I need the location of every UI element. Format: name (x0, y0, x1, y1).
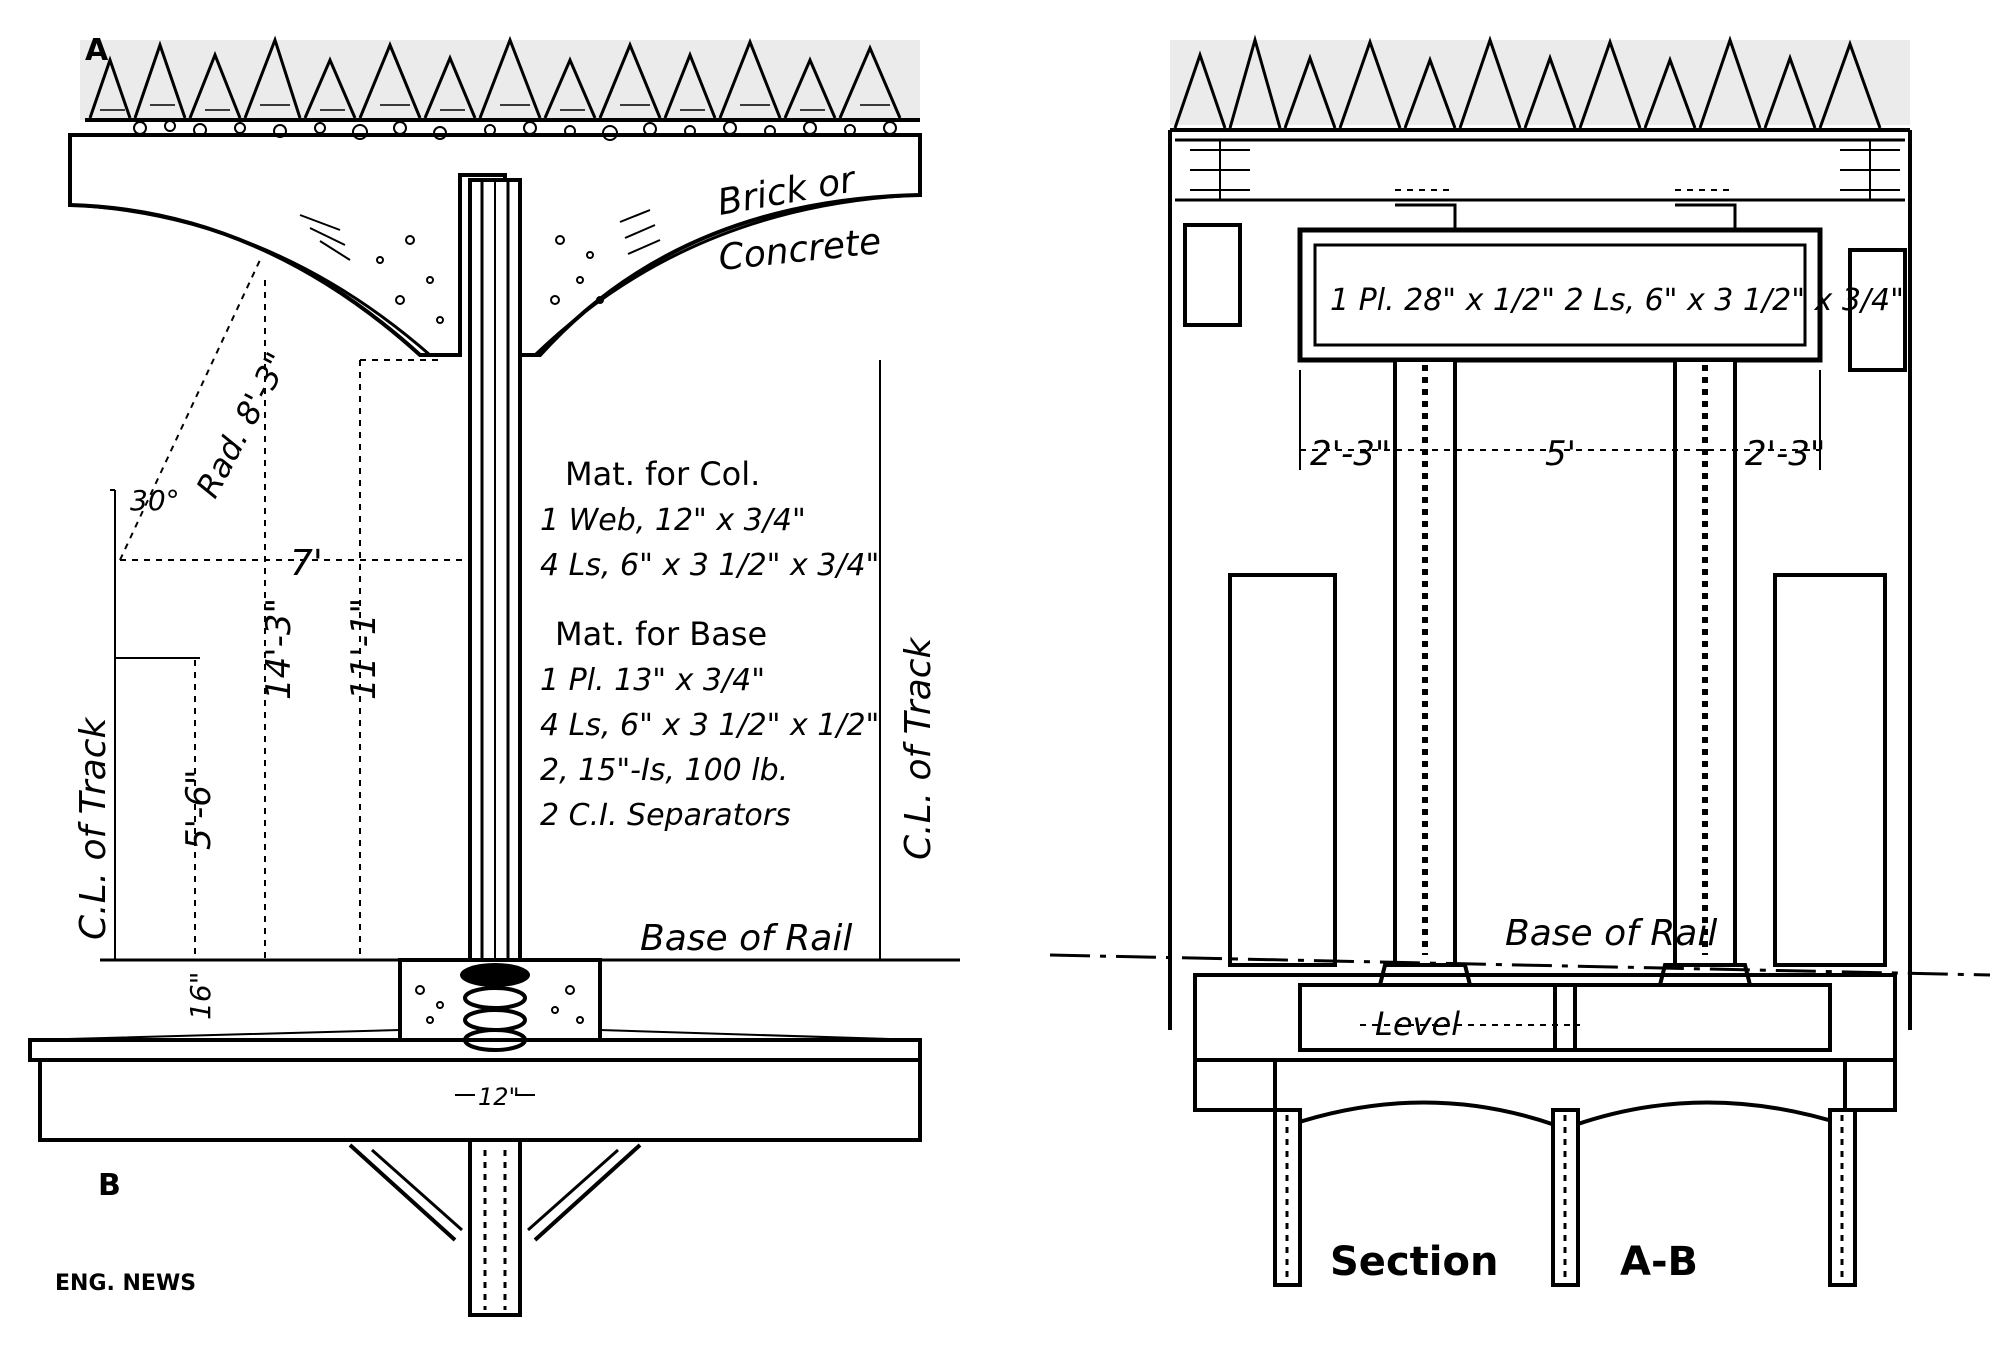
base-material-line-3: 2, 15"-Is, 100 lb. (540, 753, 788, 788)
radius-label: Rad. 8'-3" (189, 346, 297, 504)
dim-16: 16" (184, 971, 217, 1020)
point-b-label: B (98, 1168, 121, 1203)
girder-spec-label: 1 Pl. 28" x 1/2" 2 Ls, 6" x 3 1/2" x 3/4… (1330, 283, 1904, 318)
angle-label: 30° (130, 484, 180, 517)
point-a-label: A (85, 33, 109, 68)
dim-14-3: 14'-3" (259, 598, 299, 700)
base-of-rail-label: Base of Rail (640, 918, 852, 959)
section-letters: A-B (1620, 1239, 1698, 1285)
dim-11-1: 11'-1" (344, 598, 384, 700)
level-label: Level (1375, 1005, 1460, 1043)
section-dim-mid: 5' (1545, 434, 1576, 474)
credit-label: ENG. NEWS (55, 1271, 196, 1296)
column-material-heading: Mat. for Col. (565, 455, 760, 493)
base-of-rail-line-right (1049, 953, 1991, 977)
dim-12: 12" (478, 1083, 520, 1111)
floor-girder (28, 1029, 922, 1317)
dim-7ft: 7' (290, 543, 323, 584)
column-material-line-2: 4 Ls, 6" x 3 1/2" x 3/4" (540, 548, 879, 583)
section-dim-right: 2'-3" (1745, 434, 1826, 474)
base-material-list: Mat. for Base 1 Pl. 13" x 3/4" 4 Ls, 6" … (540, 615, 879, 833)
track-label-left: C.L. of Track (73, 715, 114, 940)
ground-surface-right (1170, 34, 1910, 132)
section-floor (1193, 973, 1897, 1287)
section-column-right (1657, 358, 1753, 987)
dimension-lines-left (110, 259, 881, 1096)
base-material-line-4: 2 C.I. Separators (540, 798, 791, 833)
ground-surface (80, 35, 920, 141)
right-section-view: 1 Pl. 28" x 1/2" 2 Ls, 6" x 3 1/2" x 3/4… (1049, 34, 1991, 1287)
steel-column (468, 178, 522, 962)
left-elevation-view: A B Brick or Concrete Rad. 8'-3" 30° 7' … (28, 33, 960, 1317)
column-base (398, 958, 602, 1052)
base-material-line-2: 4 Ls, 6" x 3 1/2" x 1/2" (540, 708, 879, 743)
section-column-left (1377, 358, 1473, 987)
base-material-line-1: 1 Pl. 13" x 3/4" (540, 663, 765, 698)
base-material-heading: Mat. for Base (555, 615, 767, 653)
dim-5-6: 5'-6" (179, 769, 219, 850)
section-word: Section (1330, 1239, 1498, 1285)
section-dim-left: 2'-3" (1310, 434, 1391, 474)
section-wall (1168, 130, 1912, 1030)
column-material-list: Mat. for Col. 1 Web, 12" x 3/4" 4 Ls, 6"… (540, 455, 879, 583)
section-base-of-rail-label: Base of Rail (1505, 913, 1717, 954)
column-material-line-1: 1 Web, 12" x 3/4" (540, 503, 806, 538)
section-dimensions (1299, 370, 1821, 470)
track-label-right: C.L. of Track (898, 635, 939, 860)
section-girder (1297, 189, 1823, 363)
arch-label-line2: Concrete (717, 221, 883, 279)
